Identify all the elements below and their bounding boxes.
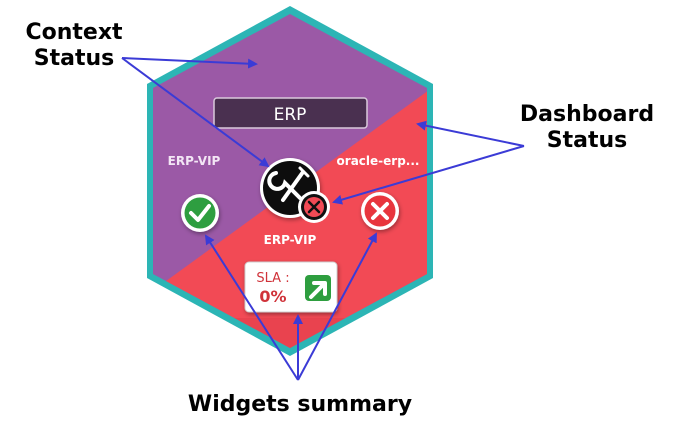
sla-value: 0%	[259, 287, 286, 306]
dashboard-status-area	[153, 82, 427, 348]
dashboard-status-line-1: Dashboard	[519, 102, 655, 127]
context-status-line-1: Context	[25, 20, 123, 45]
context-arrow-2	[121, 57, 270, 168]
left-widget-label: ERP-VIP	[168, 154, 221, 168]
context-status-callout: Context Status	[4, 20, 144, 72]
center-widget-label: ERP-VIP	[264, 233, 317, 247]
dashboard-status-line-2: Status	[546, 128, 628, 153]
context-arrow-1	[121, 57, 258, 69]
widgets-summary-callout: Widgets summary	[187, 392, 413, 417]
dashboard-status-callout: Dashboard Status	[512, 102, 662, 154]
x-badge-icon	[298, 191, 330, 223]
arrow-up-right-icon	[305, 275, 331, 301]
dashboard-arrow-1	[416, 120, 525, 147]
hexagon-title-bar[interactable]	[213, 97, 368, 129]
x-circle-icon[interactable]	[361, 192, 399, 230]
sla-label: SLA :	[256, 271, 289, 286]
callout-arrows	[121, 57, 525, 381]
context-status-line-2: Status	[33, 46, 115, 71]
widgets-arrow-1	[204, 234, 299, 381]
right-widget-label: oracle-erp...	[337, 154, 420, 168]
dashboard-arrow-2	[332, 145, 525, 205]
hexagon-title: ERP	[274, 105, 307, 125]
check-circle-icon[interactable]	[181, 194, 219, 232]
widgets-arrow-3	[297, 232, 377, 381]
